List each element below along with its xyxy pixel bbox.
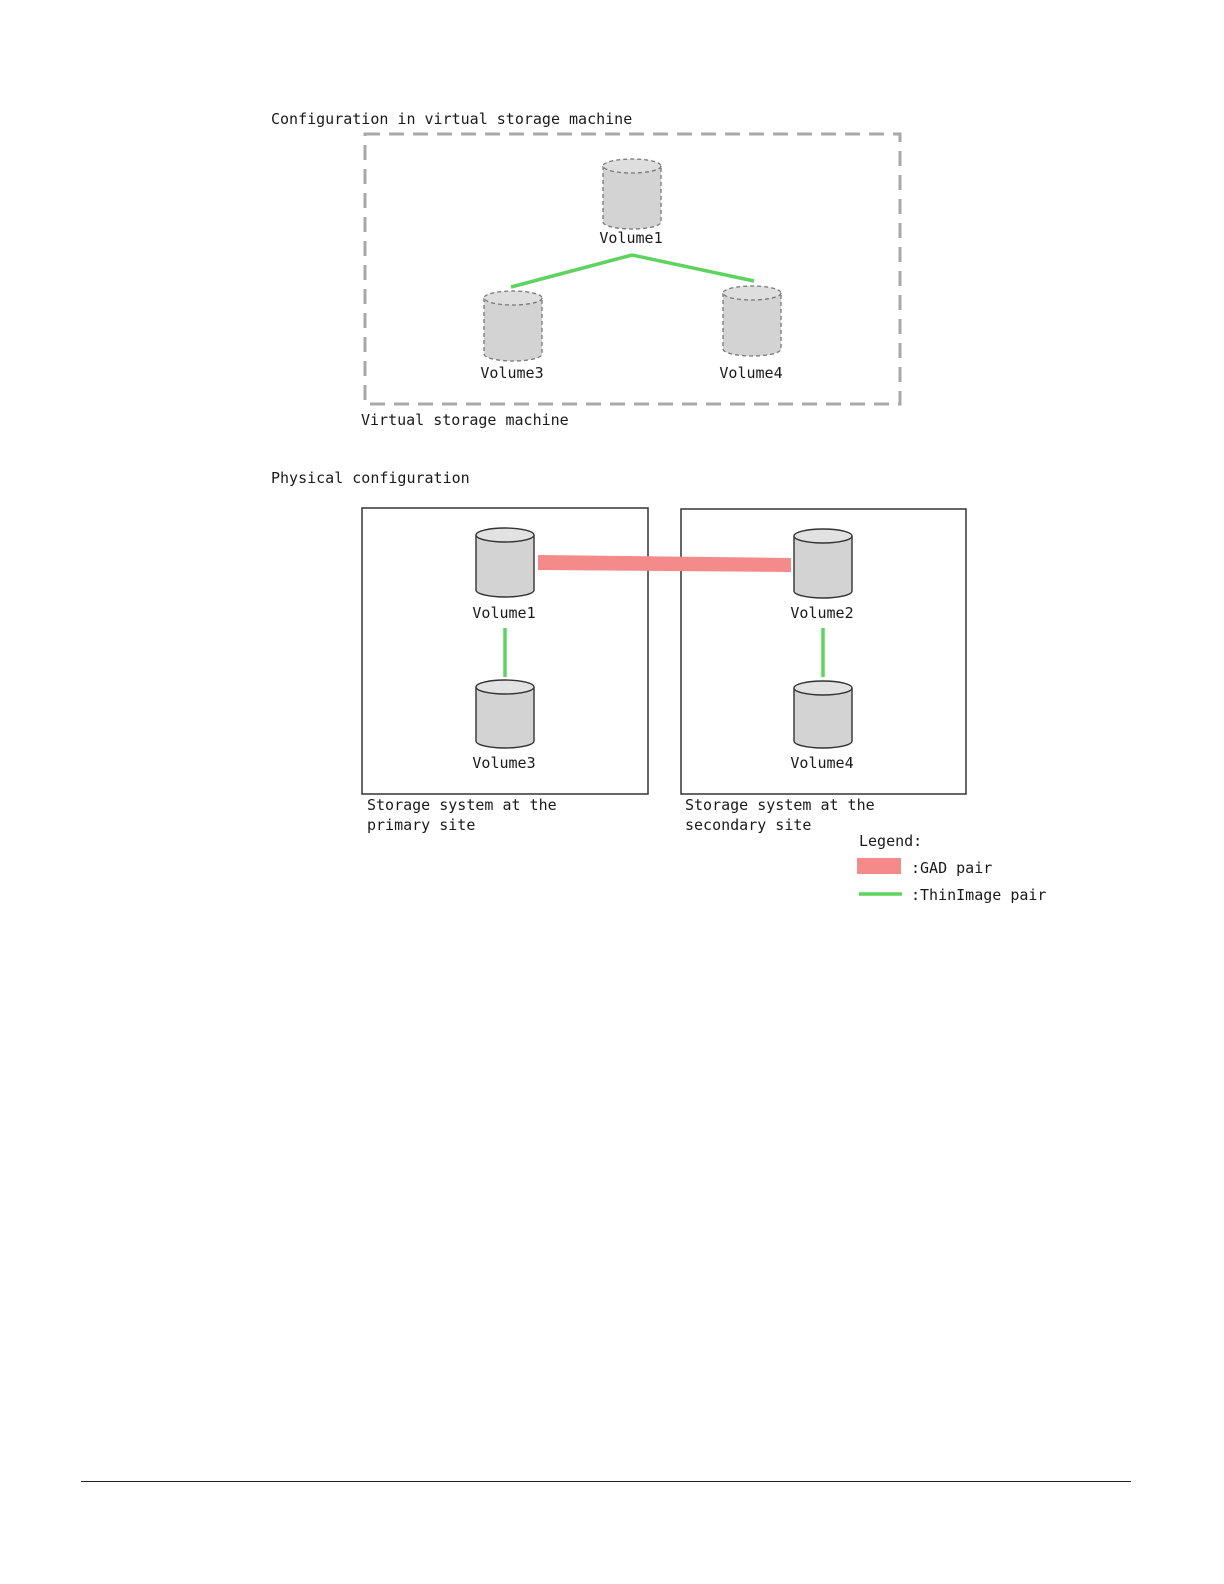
physical-section-title: Physical configuration xyxy=(271,469,470,487)
primary-volume1-label: Volume1 xyxy=(472,604,535,622)
primary-volume3-label: Volume3 xyxy=(472,754,535,772)
virtual-volume1-label: Volume1 xyxy=(599,229,662,247)
secondary-volume4-cylinder xyxy=(794,681,852,748)
legend-title: Legend: xyxy=(859,832,922,850)
virtual-thinimage-connector xyxy=(511,255,754,287)
secondary-volume2-cylinder xyxy=(794,529,852,598)
primary-volume3-cylinder xyxy=(476,680,534,748)
primary-volume1-cylinder xyxy=(476,528,534,597)
primary-site-label-line1: Storage system at the xyxy=(367,796,557,814)
legend-gad-swatch xyxy=(857,858,901,874)
virtual-volume3-cylinder xyxy=(484,291,542,361)
gad-pair-bar xyxy=(538,555,791,572)
secondary-site-label-line2: secondary site xyxy=(685,816,811,834)
secondary-site-label-line1: Storage system at the xyxy=(685,796,875,814)
footer-divider xyxy=(81,1481,1131,1482)
secondary-volume4-label: Volume4 xyxy=(790,754,853,772)
secondary-volume2-label: Volume2 xyxy=(790,604,853,622)
virtual-volume4-cylinder xyxy=(723,286,781,356)
virtual-section-title: Configuration in virtual storage machine xyxy=(271,110,632,128)
legend-thinimage-label: :ThinImage pair xyxy=(911,886,1046,904)
primary-site-label-line2: primary site xyxy=(367,816,475,834)
virtual-volume1-cylinder xyxy=(603,159,661,229)
virtual-storage-machine-label: Virtual storage machine xyxy=(361,411,569,429)
legend-gad-label: :GAD pair xyxy=(911,859,992,877)
virtual-volume3-label: Volume3 xyxy=(480,364,543,382)
virtual-volume4-label: Volume4 xyxy=(719,364,782,382)
